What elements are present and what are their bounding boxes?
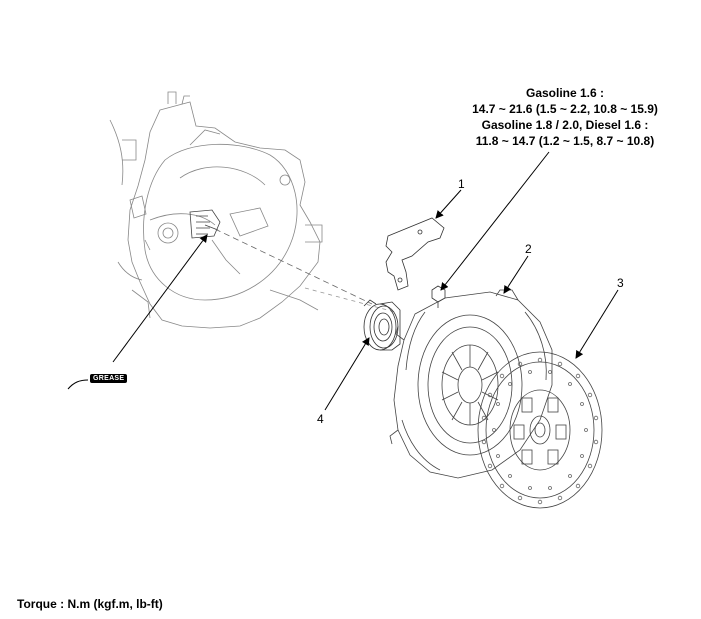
release-fork — [385, 217, 445, 291]
clutch-cover — [389, 289, 553, 479]
torque-line-1: Gasoline 1.6 : — [525, 86, 605, 100]
leader-2 — [503, 255, 529, 294]
callout-4: 4 — [317, 412, 324, 426]
leader-torque — [440, 151, 550, 291]
torque-line-3: Gasoline 1.8 / 2.0, Diesel 1.6 : — [481, 118, 649, 132]
torque-line-2: 14.7 ~ 21.6 (1.5 ~ 2.2, 10.8 ~ 15.9) — [472, 102, 658, 116]
callout-1: 1 — [458, 177, 465, 191]
callout-2: 2 — [525, 242, 532, 256]
fork-bolt — [431, 285, 446, 308]
grease-label: GREASE — [90, 374, 128, 383]
leader-grease — [112, 234, 208, 363]
torque-line-4: 11.8 ~ 14.7 (1.2 ~ 1.5, 8.7 ~ 10.8) — [475, 134, 655, 148]
transmission-housing — [109, 91, 323, 329]
callout-3: 3 — [617, 276, 624, 290]
leader-4 — [324, 337, 370, 411]
torque-units-note: Torque : N.m (kgf.m, lb-ft) — [17, 597, 163, 611]
grease-hook — [67, 379, 89, 390]
leader-1 — [435, 189, 462, 219]
torque-specification: Gasoline 1.6 : 14.7 ~ 21.6 (1.5 ~ 2.2, 1… — [440, 85, 690, 149]
release-bearing — [363, 299, 401, 351]
clutch-disc — [477, 351, 603, 509]
leader-3 — [575, 289, 619, 359]
input-shaft — [189, 209, 221, 239]
